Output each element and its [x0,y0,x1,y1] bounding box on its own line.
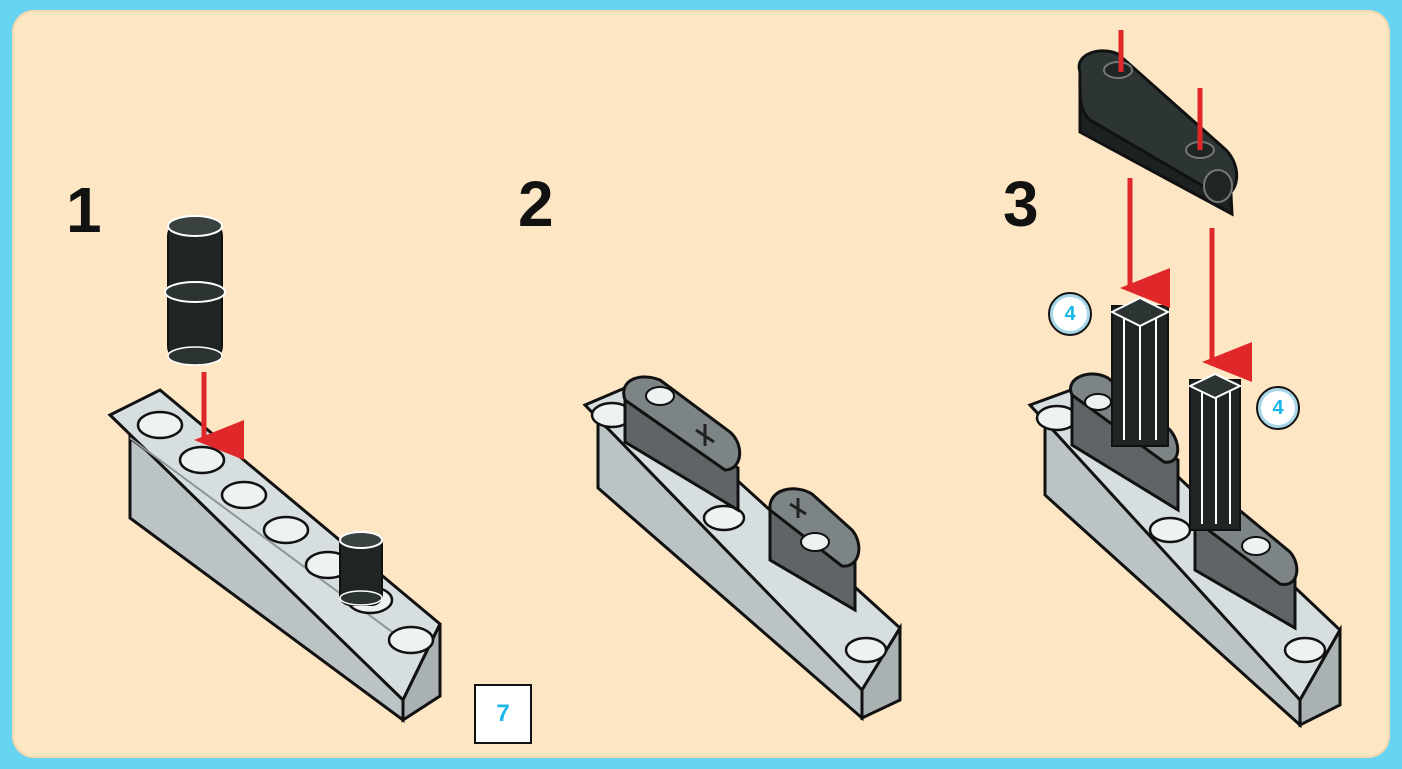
step3-axle-right [1190,374,1240,530]
step3-liftarm-falling [1079,51,1237,214]
step1-pin-falling [165,216,225,365]
page-number-box: 7 [474,684,532,744]
quantity-badge-right: 4 [1256,386,1300,430]
step1-pin-installed [340,532,382,605]
step3-axle-left [1112,298,1168,446]
quantity-badge-left: 4 [1048,292,1092,336]
step1-beam [110,390,440,720]
